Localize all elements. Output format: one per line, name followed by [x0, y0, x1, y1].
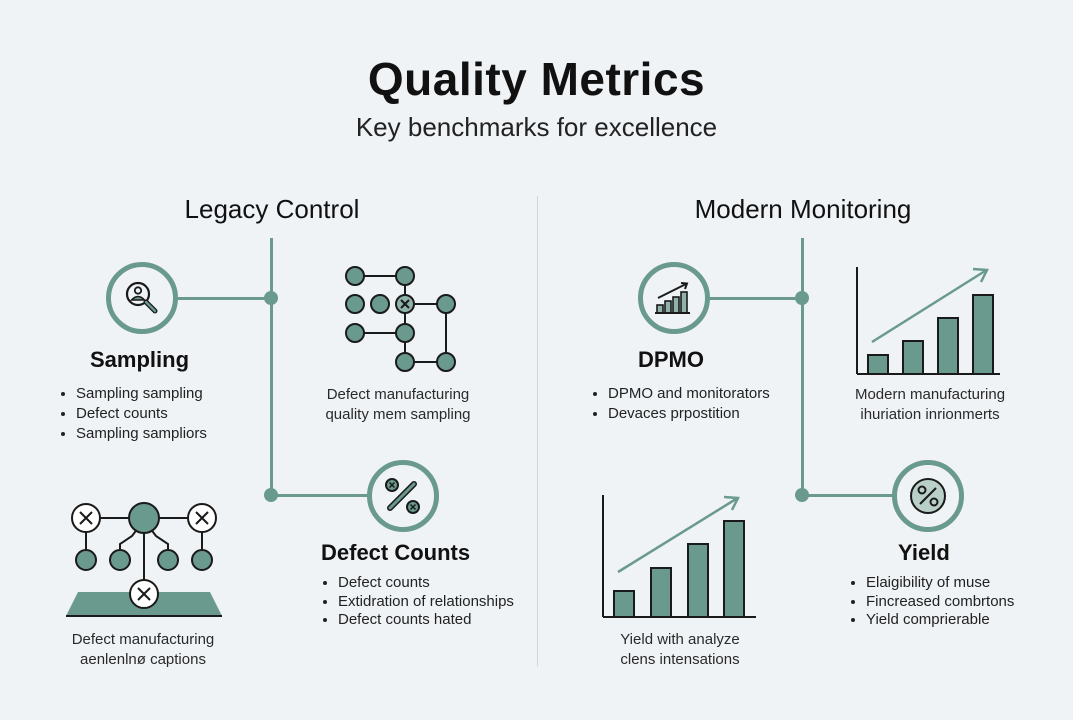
modern-connector-vertical [801, 238, 804, 496]
sampling-icon-ring [106, 262, 178, 334]
caption-line: Defect manufacturing [71, 631, 215, 648]
connector-node [264, 291, 278, 305]
caption-line: Modern manufacturing [854, 386, 1006, 403]
caption-line: Yield with analyze [620, 631, 740, 648]
card-title-sampling: Sampling [90, 347, 190, 372]
bullet-item: Devaces prpostition [608, 404, 798, 424]
percent-icon [910, 478, 946, 514]
bar-chart-top-caption: Modern manufacturing ihuriation inrionme… [834, 385, 1026, 425]
section-title-modern: Modern Monitoring [694, 194, 912, 224]
bullet-item: Sampling sampling [76, 384, 276, 404]
node-grid-icon [345, 266, 456, 372]
bullet-item: DPMO and monitorators [608, 384, 798, 404]
card-title-defect-counts: Defect Counts [321, 540, 471, 565]
section-divider [537, 196, 538, 666]
bullet-item: Defect counts hated [338, 611, 528, 630]
card-title-yield: Yield [898, 540, 950, 565]
legacy-connector-vertical [270, 238, 273, 496]
bullet-item: Defect counts [76, 404, 276, 424]
bullet-item: Fincreased combrtons [866, 593, 1056, 612]
bar-chart-icon [602, 495, 756, 618]
caption-line: clens intensations [620, 651, 740, 668]
modern-connector-dpmo [707, 297, 802, 300]
bullet-item: Elaigibility of muse [866, 574, 1056, 593]
bullet-item: Defect counts [338, 574, 528, 593]
node-grid-caption: Defect manufacturing quality mem samplin… [300, 385, 496, 425]
legacy-connector-sampling [175, 297, 271, 300]
defect-counts-bullets: Defect counts Extidration of relationshi… [320, 574, 528, 630]
section-title-legacy: Legacy Control [184, 194, 360, 224]
bullet-item: Extidration of relationships [338, 593, 528, 612]
caption-line: Defect manufacturing [326, 386, 470, 403]
caption-line: quality mem sampling [325, 406, 471, 423]
dpmo-icon-ring [638, 262, 710, 334]
legacy-connector-defects [271, 494, 371, 497]
sampling-bullets: Sampling sampling Defect counts Sampling… [58, 384, 276, 444]
bar-chart-icon [856, 267, 1000, 375]
defect-counts-icon-ring [367, 460, 439, 532]
page-subtitle: Key benchmarks for excellence [355, 112, 718, 142]
hierarchy-tree-icon [66, 502, 222, 617]
bullet-item: Sampling sampliors [76, 424, 276, 444]
connector-node [795, 488, 809, 502]
caption-line: ihuriation inrionmerts [860, 406, 1000, 423]
percent-defect-icon [385, 478, 420, 514]
connector-node [264, 488, 278, 502]
yield-icon-ring [892, 460, 964, 532]
hierarchy-caption: Defect manufacturing aenlenlnø captions [48, 630, 238, 670]
modern-connector-yield [802, 494, 894, 497]
dpmo-bullets: DPMO and monitorators Devaces prpostitio… [590, 384, 798, 424]
page-title: Quality Metrics [367, 53, 706, 105]
yield-bullets: Elaigibility of muse Fincreased combrton… [848, 574, 1056, 630]
magnifier-person-icon [125, 281, 158, 314]
bar-chart-bottom-caption: Yield with analyze clens intensations [590, 630, 770, 670]
bullet-item: Yield comprierable [866, 611, 1056, 630]
card-title-dpmo: DPMO [638, 347, 704, 372]
bar-chart-trend-icon [655, 282, 690, 314]
connector-node [795, 291, 809, 305]
caption-line: aenlenlnø captions [80, 651, 206, 668]
